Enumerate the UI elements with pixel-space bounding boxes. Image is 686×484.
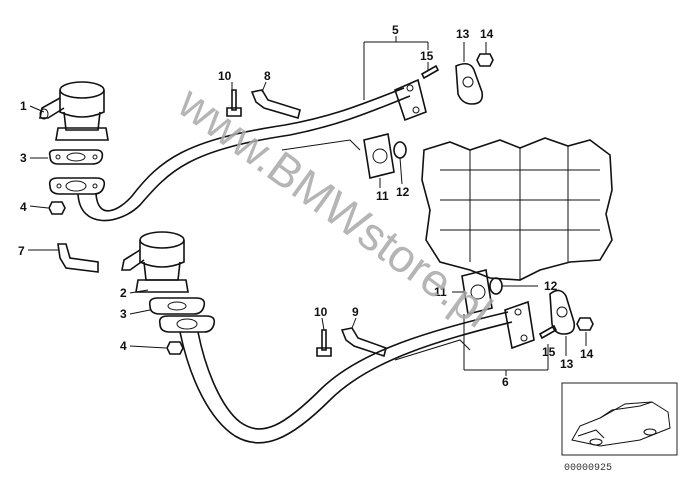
callout-labels: 1 3 4 7 2 3 4 5 15 10 8 11 12 13 14 10 9… bbox=[18, 23, 594, 389]
callout-9: 9 bbox=[352, 305, 359, 319]
callout-14-lower: 14 bbox=[580, 347, 594, 361]
callout-13-upper: 13 bbox=[456, 27, 470, 41]
callout-3-upper: 3 bbox=[20, 151, 27, 165]
nut-14-upper bbox=[476, 53, 494, 67]
leader-lines bbox=[28, 36, 587, 376]
diagram-code: 00000925 bbox=[564, 463, 612, 474]
gasket-lower bbox=[148, 297, 206, 315]
callout-11-lower: 11 bbox=[434, 285, 447, 299]
callout-7: 7 bbox=[18, 244, 25, 258]
gasket-upper bbox=[48, 149, 104, 165]
flange-11-lower bbox=[461, 269, 493, 315]
callout-10-lower: 10 bbox=[314, 305, 328, 319]
callout-15-upper: 15 bbox=[420, 49, 434, 63]
callout-8: 8 bbox=[264, 69, 271, 83]
nut-14-lower bbox=[576, 317, 594, 331]
callout-13-lower: 13 bbox=[560, 357, 574, 371]
bracket-8 bbox=[250, 89, 301, 120]
bracket-7 bbox=[57, 243, 99, 273]
callout-11-upper: 11 bbox=[376, 189, 389, 203]
callout-6: 6 bbox=[502, 375, 509, 389]
car-thumbnail: 00000925 bbox=[561, 382, 678, 474]
bracket-9 bbox=[340, 327, 387, 358]
callout-14-upper: 14 bbox=[480, 27, 494, 41]
flange-lower bbox=[158, 315, 216, 333]
gasket-13-lower bbox=[549, 289, 576, 335]
egr-valve-upper bbox=[39, 81, 109, 141]
callout-2: 2 bbox=[120, 286, 127, 300]
egr-valve-lower bbox=[121, 231, 189, 293]
callout-12-lower: 12 bbox=[544, 279, 558, 293]
flange-upper bbox=[48, 177, 106, 195]
engine-block bbox=[421, 137, 613, 281]
callout-5: 5 bbox=[392, 23, 399, 37]
stud-15-lower bbox=[538, 324, 558, 340]
callout-3-lower: 3 bbox=[120, 307, 127, 321]
bolt-10-upper bbox=[226, 89, 242, 117]
callout-4-lower: 4 bbox=[120, 339, 127, 353]
seal-ring-12-upper bbox=[393, 141, 407, 159]
pipe-upper bbox=[77, 78, 427, 222]
pipe-lower bbox=[179, 300, 535, 444]
gasket-13-upper bbox=[455, 62, 484, 105]
callout-1: 1 bbox=[20, 99, 27, 113]
flange-11-upper bbox=[363, 133, 395, 179]
nut-upper bbox=[48, 201, 66, 215]
callout-4-upper: 4 bbox=[20, 200, 27, 214]
callout-12-upper: 12 bbox=[396, 185, 410, 199]
callout-15-lower: 15 bbox=[542, 345, 556, 359]
nut-lower bbox=[166, 341, 184, 355]
callout-10-upper: 10 bbox=[218, 69, 232, 83]
stud-15-upper bbox=[420, 64, 440, 80]
bolt-10-lower bbox=[316, 329, 332, 357]
watermark: www.BMWstore.pl bbox=[168, 75, 501, 337]
